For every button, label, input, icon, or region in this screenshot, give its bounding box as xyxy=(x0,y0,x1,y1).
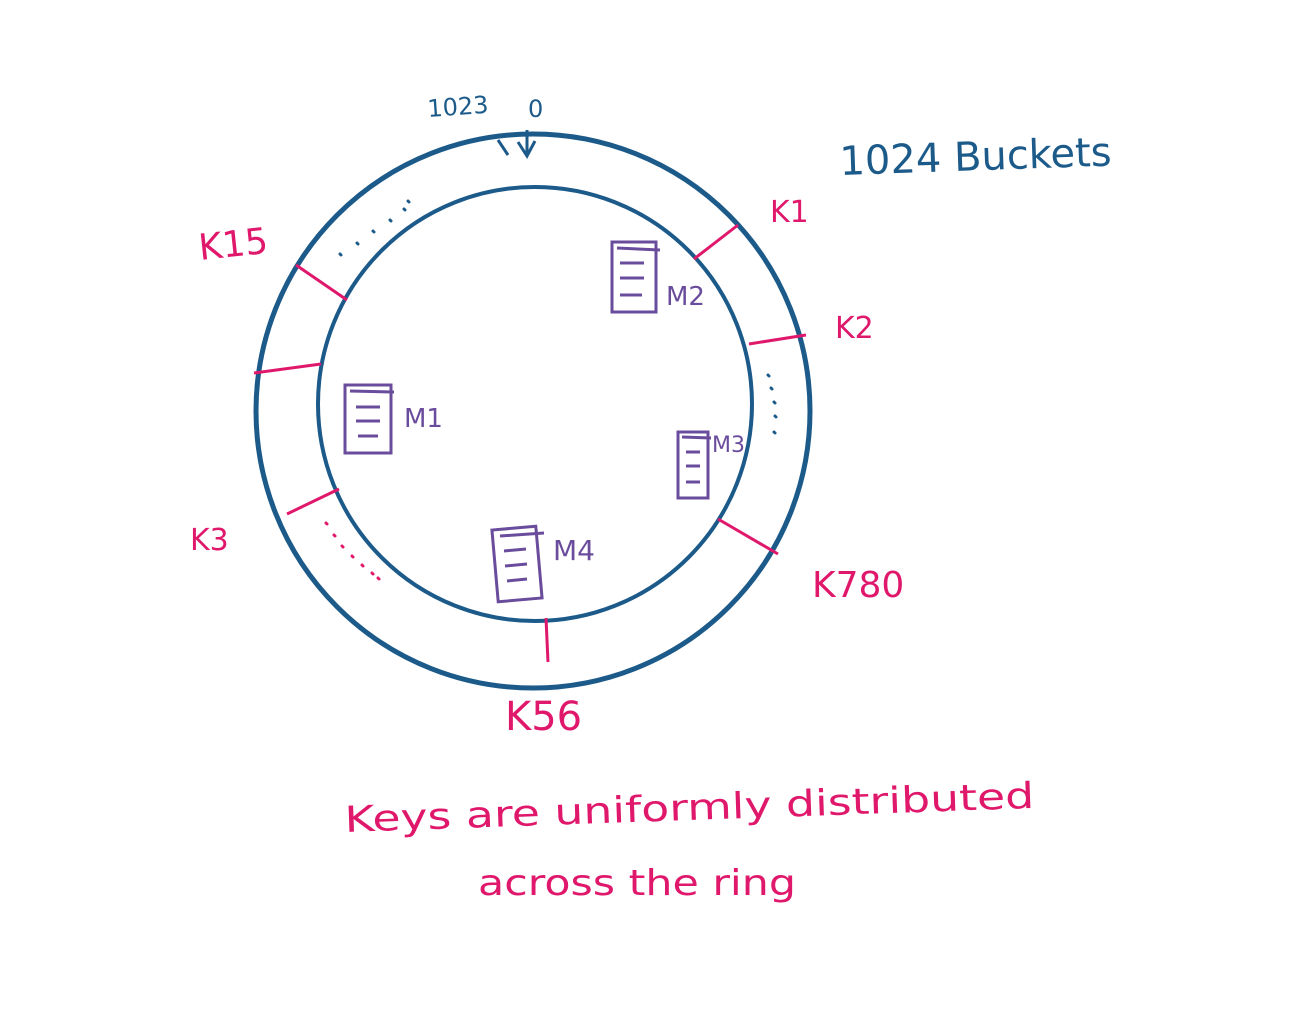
server-m2: M2 xyxy=(610,240,705,314)
key-mark-k3 xyxy=(286,487,340,516)
key-labels: K1 K2 K780 K56 K3 K15 xyxy=(190,195,904,740)
key-label-k56: K56 xyxy=(505,694,582,740)
server-m3: M3 xyxy=(676,430,745,500)
key-label-k2: K2 xyxy=(835,311,874,346)
ring-start-label: 0 xyxy=(528,95,543,123)
ring-outer-circle xyxy=(253,131,813,691)
key-mark-k780 xyxy=(717,517,779,556)
caption-line-2: across the ring xyxy=(478,863,796,904)
server-m1: M1 xyxy=(343,383,443,455)
bucket-count-label: 1024 Buckets xyxy=(839,130,1113,185)
dots-top-left xyxy=(338,199,411,257)
key-marks xyxy=(253,223,807,663)
server-m4: M4 xyxy=(490,524,595,604)
key-label-k1: K1 xyxy=(770,195,809,230)
server-label-m4: M4 xyxy=(553,534,595,567)
dots-bottom-left xyxy=(324,521,381,581)
key-label-k780: K780 xyxy=(812,565,904,606)
key-mark-k56 xyxy=(544,617,550,663)
ellipsis-dots xyxy=(324,199,778,581)
key-mark-k15-b xyxy=(253,362,322,375)
caption: Keys are uniformly distributed across th… xyxy=(344,776,1035,904)
ring-inner-circle xyxy=(316,185,754,623)
server-icon xyxy=(676,430,712,500)
hash-ring xyxy=(253,131,813,691)
server-icon xyxy=(610,240,661,314)
caption-line-1: Keys are uniformly distributed xyxy=(344,776,1035,841)
server-label-m3: M3 xyxy=(712,433,745,458)
server-icon xyxy=(490,524,545,604)
server-label-m2: M2 xyxy=(666,282,705,312)
origin-arrowhead xyxy=(516,140,537,159)
server-label-m1: M1 xyxy=(404,404,443,434)
dots-right xyxy=(766,373,778,435)
key-label-k15: K15 xyxy=(197,221,270,269)
origin-tick-left xyxy=(496,139,510,156)
key-mark-k2 xyxy=(748,333,807,346)
servers: M2 M1 M3 xyxy=(343,240,745,604)
key-mark-k1 xyxy=(693,223,739,261)
key-mark-k15-a xyxy=(295,263,348,302)
key-label-k3: K3 xyxy=(190,523,229,558)
ring-origin-marks: 1023 0 xyxy=(426,91,543,159)
server-icon xyxy=(343,383,395,455)
ring-end-label: 1023 xyxy=(426,91,489,123)
